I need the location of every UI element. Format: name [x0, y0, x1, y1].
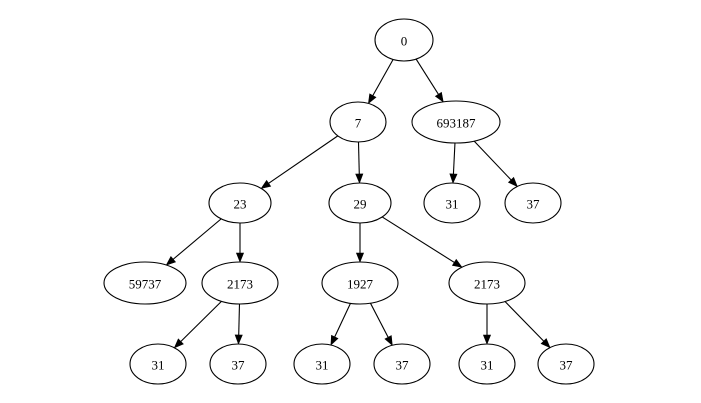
node-ellipse[interactable]	[504, 182, 562, 224]
graph-edge	[260, 135, 339, 189]
graph-edge	[235, 223, 245, 263]
graph-edge	[368, 59, 394, 105]
edge-arrowhead-icon	[260, 179, 272, 189]
graph-node[interactable]: 31	[293, 343, 351, 385]
edge-arrowhead-icon	[451, 258, 463, 268]
edge-arrowhead-icon	[368, 93, 377, 105]
graph-edge	[415, 58, 444, 103]
node-ellipse[interactable]	[374, 18, 434, 62]
node-ellipse[interactable]	[129, 343, 187, 385]
edge-arrowhead-icon	[507, 176, 518, 188]
edge-line	[452, 142, 456, 175]
node-ellipse[interactable]	[411, 100, 501, 144]
edge-line	[334, 303, 351, 338]
node-ellipse[interactable]	[103, 261, 187, 305]
graph-node[interactable]: 7	[329, 101, 387, 143]
edge-line	[268, 135, 339, 184]
graph-node[interactable]: 59737	[103, 261, 187, 305]
graph-edge	[355, 141, 364, 184]
edge-line	[381, 216, 455, 263]
node-ellipse[interactable]	[208, 182, 272, 224]
node-ellipse[interactable]	[329, 101, 387, 143]
graph-node[interactable]: 37	[537, 343, 595, 385]
graph-edge	[234, 303, 243, 345]
edge-line	[180, 300, 222, 342]
edge-arrowhead-icon	[234, 334, 243, 345]
edge-line	[357, 141, 360, 175]
edge-arrowhead-icon	[355, 173, 364, 184]
graph-edge	[173, 300, 222, 349]
edge-arrowhead-icon	[434, 91, 444, 103]
edge-arrowhead-icon	[540, 338, 551, 349]
node-ellipse[interactable]	[423, 182, 481, 224]
graph-edge	[355, 223, 365, 263]
edge-arrowhead-icon	[384, 335, 393, 346]
graph-edge	[504, 301, 551, 349]
graph-edge	[449, 142, 458, 184]
edge-arrowhead-icon	[355, 252, 365, 263]
node-ellipse[interactable]	[201, 261, 279, 305]
graph-node[interactable]: 23	[208, 182, 272, 224]
node-ellipse[interactable]	[321, 261, 399, 305]
edge-arrowhead-icon	[449, 173, 458, 184]
edge-line	[172, 218, 222, 260]
graph-edge	[482, 304, 492, 345]
graph-node[interactable]: 37	[373, 343, 431, 385]
edge-line	[415, 58, 439, 95]
node-ellipse[interactable]	[293, 343, 351, 385]
graph-edge	[165, 218, 222, 266]
graph-node[interactable]: 29	[328, 182, 392, 224]
node-ellipse[interactable]	[458, 343, 516, 385]
graph-node[interactable]: 0	[374, 18, 434, 62]
edges-layer	[165, 58, 551, 349]
edge-arrowhead-icon	[482, 334, 492, 345]
graph-edge	[369, 302, 393, 346]
graph-edge	[381, 216, 463, 268]
graph-node[interactable]: 37	[209, 343, 267, 385]
graph-node[interactable]: 693187	[411, 100, 501, 144]
nodes-layer: 0 7 693187 23 29 31 37 59737 2173 1927 2173 31 37 31 3…	[103, 18, 595, 385]
edge-arrowhead-icon	[330, 334, 339, 346]
edge-arrowhead-icon	[165, 255, 177, 266]
edge-arrowhead-icon	[235, 252, 245, 263]
graph-node[interactable]: 37	[504, 182, 562, 224]
edge-line	[238, 303, 241, 336]
graph-edge	[473, 140, 518, 188]
edge-line	[473, 140, 512, 181]
node-ellipse[interactable]	[448, 261, 526, 305]
node-ellipse[interactable]	[209, 343, 267, 385]
edge-line	[504, 301, 545, 342]
graph-node[interactable]: 2173	[448, 261, 526, 305]
edge-line	[369, 302, 389, 338]
graph-edge	[330, 303, 351, 346]
graph-node[interactable]: 31	[129, 343, 187, 385]
edge-line	[372, 59, 394, 96]
graph-node[interactable]: 1927	[321, 261, 399, 305]
node-ellipse[interactable]	[537, 343, 595, 385]
node-ellipse[interactable]	[373, 343, 431, 385]
graph-node[interactable]: 31	[423, 182, 481, 224]
node-ellipse[interactable]	[328, 182, 392, 224]
graph-node[interactable]: 2173	[201, 261, 279, 305]
edge-arrowhead-icon	[173, 338, 184, 349]
graph-node[interactable]: 31	[458, 343, 516, 385]
